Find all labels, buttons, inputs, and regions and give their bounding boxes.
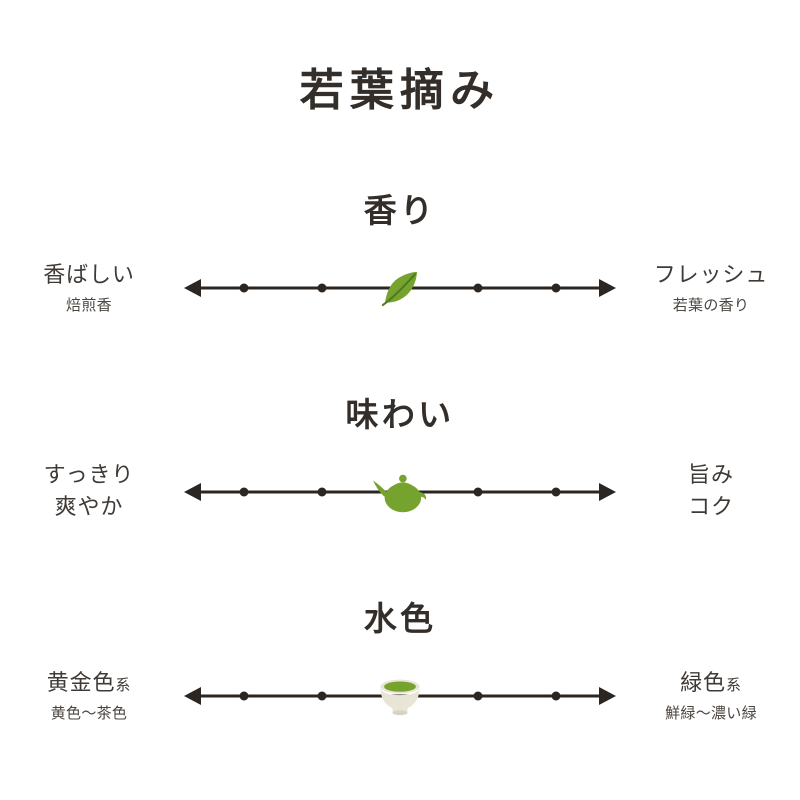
right-arrow-icon <box>599 687 616 705</box>
aroma-scale-track <box>184 242 616 334</box>
aroma-title: 香り <box>363 191 437 230</box>
taste-right-label: 旨み コク <box>632 460 790 524</box>
liquor-color-section: 水色 黄金色系 黄色〜茶色 <box>0 592 800 742</box>
tick-dot <box>239 283 249 293</box>
aroma-left-sub: 焙煎香 <box>66 295 112 314</box>
page-title: 若葉摘み <box>299 65 501 116</box>
tea-bowl-icon <box>370 672 430 720</box>
tea-leaf-icon <box>378 264 422 312</box>
tick-dot <box>317 487 327 497</box>
tick-dot <box>473 283 483 293</box>
aroma-right-main: フレッシュ <box>653 262 769 288</box>
liquor-color-title: 水色 <box>363 599 437 638</box>
taste-section: 味わい すっきり 爽やか <box>0 388 800 538</box>
liquor-right-label: 緑色系 鮮緑〜濃い緑 <box>632 668 790 725</box>
aroma-section: 香り 香ばしい 焙煎香 <box>0 184 800 334</box>
left-arrow-icon <box>184 483 201 501</box>
tick-dot <box>239 487 249 497</box>
tick-dot <box>473 691 483 701</box>
taste-title: 味わい <box>345 395 455 434</box>
liquor-right-sub: 鮮緑〜濃い緑 <box>665 703 757 722</box>
aroma-right-label: フレッシュ 若葉の香り <box>632 260 790 317</box>
tick-dot <box>551 283 561 293</box>
liquor-left-main: 黄金色系 <box>46 670 132 696</box>
liquor-left-sub: 黄色〜茶色 <box>50 703 128 722</box>
tick-dot <box>473 487 483 497</box>
taste-scale-row: すっきり 爽やか <box>0 446 800 538</box>
liquor-right-main: 緑色系 <box>680 670 742 696</box>
taste-left-line2: 爽やか <box>54 495 124 520</box>
tick-dot <box>551 691 561 701</box>
tick-dot <box>551 487 561 497</box>
left-arrow-icon <box>184 687 201 705</box>
teapot-icon <box>369 467 431 517</box>
aroma-scale-row: 香ばしい 焙煎香 <box>0 242 800 334</box>
taste-right-line2: コク <box>688 495 734 520</box>
taste-left-line1: すっきり <box>43 463 135 489</box>
left-arrow-icon <box>184 279 201 297</box>
taste-scale-track <box>184 446 616 538</box>
liquor-color-scale-track <box>184 650 616 742</box>
tick-dot <box>317 691 327 701</box>
taste-right-line1: 旨み <box>688 463 734 489</box>
liquor-color-scale-row: 黄金色系 黄色〜茶色 <box>0 650 800 742</box>
aroma-right-sub: 若葉の香り <box>672 295 750 314</box>
aroma-left-main: 香ばしい <box>43 262 135 288</box>
aroma-left-label: 香ばしい 焙煎香 <box>10 260 168 317</box>
liquor-left-label: 黄金色系 黄色〜茶色 <box>10 668 168 725</box>
right-arrow-icon <box>599 279 616 297</box>
taste-left-label: すっきり 爽やか <box>10 460 168 524</box>
right-arrow-icon <box>599 483 616 501</box>
tick-dot <box>239 691 249 701</box>
tick-dot <box>317 283 327 293</box>
